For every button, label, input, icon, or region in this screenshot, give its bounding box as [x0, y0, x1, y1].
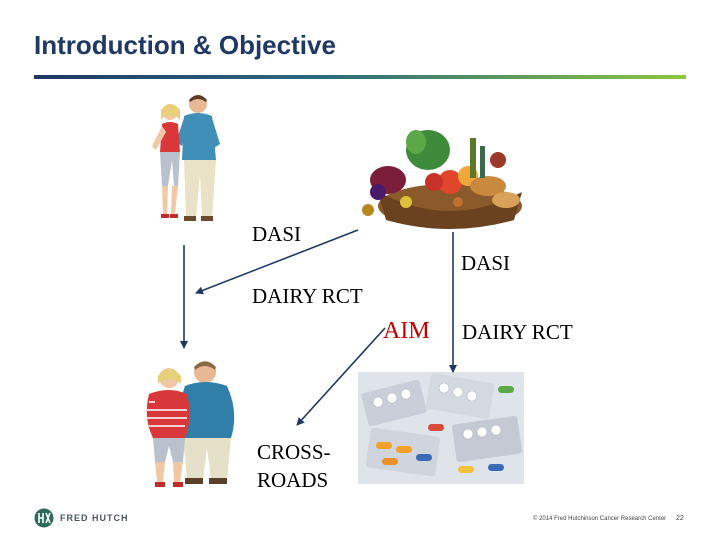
pills-image [358, 372, 524, 484]
label-dairy-rct-right: DAIRY RCT [462, 320, 573, 344]
page-number: 22 [676, 515, 684, 522]
slide-title: Introduction & Objective [34, 30, 336, 60]
fred-hutch-logo: FRED HUTCH [34, 508, 129, 528]
arrow-basket-to-dairy [195, 229, 359, 295]
label-crossroads-line1: CROSS- [257, 440, 331, 464]
label-aim: AIM [383, 318, 430, 344]
overweight-couple-image [146, 361, 235, 487]
logo-text: FRED HUTCH [60, 513, 129, 523]
label-dairy-rct-left: DAIRY RCT [252, 284, 363, 308]
copyright-notice: © 2014 Fred Hutchinson Cancer Research C… [533, 516, 667, 522]
label-crossroads-line2: ROADS [257, 468, 329, 492]
label-dasi-right: DASI [461, 251, 511, 275]
fred-hutch-logo-icon [34, 508, 54, 528]
healthy-couple-image [152, 95, 220, 221]
label-dasi-left: DASI [252, 222, 302, 246]
title-divider [34, 75, 686, 79]
arrow-aim-to-crossroads [296, 327, 386, 426]
food-basket-image [358, 120, 524, 232]
